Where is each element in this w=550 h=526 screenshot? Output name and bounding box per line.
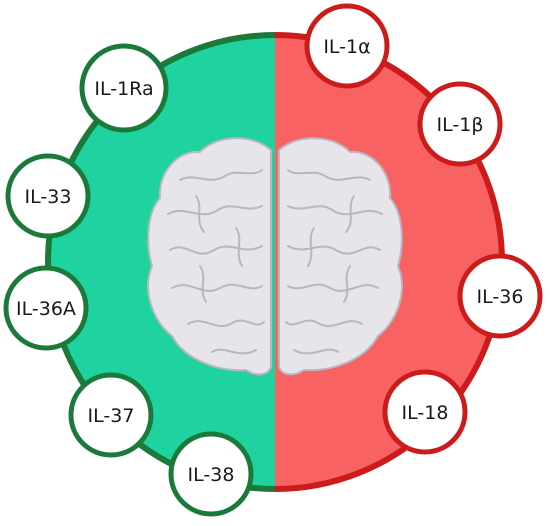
node-il-36: IL-36 bbox=[457, 253, 543, 339]
node-il-18: IL-18 bbox=[382, 369, 468, 455]
node-label-il-36: IL-36 bbox=[477, 286, 524, 308]
node-label-il-18: IL-18 bbox=[402, 402, 449, 424]
node-il-33: IL-33 bbox=[5, 153, 91, 239]
node-label-il-38: IL-38 bbox=[188, 464, 235, 486]
node-il-1a: IL-1α bbox=[304, 3, 390, 89]
node-label-il-36a: IL-36A bbox=[16, 298, 76, 320]
node-il-37: IL-37 bbox=[68, 372, 154, 458]
node-label-il-1a: IL-1α bbox=[323, 36, 370, 58]
node-label-il-1ra: IL-1Ra bbox=[94, 78, 153, 100]
node-label-il-33: IL-33 bbox=[25, 186, 72, 208]
brain-folds bbox=[167, 169, 383, 355]
node-il-1ra: IL-1Ra bbox=[79, 43, 169, 133]
brain-right-hemisphere bbox=[278, 137, 403, 376]
node-il-38: IL-38 bbox=[168, 431, 254, 517]
anti-inflammatory-nodes: IL-1Ra IL-33 IL-36A IL-37 IL-38 bbox=[3, 43, 254, 517]
node-il-36a: IL-36A bbox=[3, 265, 89, 351]
node-label-il-37: IL-37 bbox=[88, 405, 135, 427]
brain-left-hemisphere bbox=[147, 137, 272, 376]
brain-icon bbox=[147, 137, 403, 376]
node-label-il-1b: IL-1β bbox=[437, 114, 484, 136]
pro-inflammatory-nodes: IL-1α IL-1β IL-36 IL-18 bbox=[304, 3, 543, 455]
node-il-1b: IL-1β bbox=[417, 81, 503, 167]
